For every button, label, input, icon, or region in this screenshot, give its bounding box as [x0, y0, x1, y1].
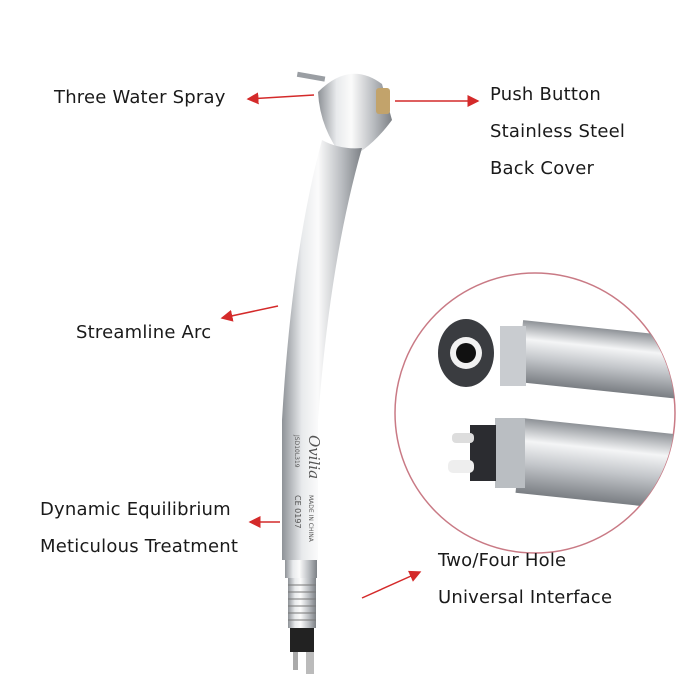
- label-three-water-spray: Three Water Spray: [54, 87, 226, 108]
- label-stainless-steel: Stainless Steel: [490, 121, 626, 142]
- ce-engraving: CE 0197: [293, 495, 302, 529]
- label-dynamic-equilibrium: Dynamic Equilibrium: [40, 499, 231, 520]
- label-back-cover: Back Cover: [490, 158, 595, 179]
- connector-inset: [394, 272, 676, 554]
- callout-arrows: [220, 92, 480, 599]
- label-meticulous-treatment: Meticulous Treatment: [40, 536, 239, 557]
- arrow-interface: [361, 570, 422, 599]
- label-push-button: Push Button: [490, 84, 601, 105]
- arrow-water-spray: [246, 92, 315, 105]
- model-engraving: JSD10L319: [293, 434, 300, 468]
- brand-engraving: Ovilia: [305, 435, 323, 479]
- label-streamline-arc: Streamline Arc: [76, 322, 212, 343]
- label-universal-interface: Universal Interface: [438, 587, 613, 608]
- label-two-four-hole: Two/Four Hole: [438, 550, 567, 571]
- arrow-streamline: [220, 305, 279, 322]
- engraving: Ovilia JSD10L319 MADE IN CHINA CE 0197: [293, 434, 323, 543]
- handpiece: [282, 71, 392, 674]
- made-in-engraving: MADE IN CHINA: [307, 495, 314, 543]
